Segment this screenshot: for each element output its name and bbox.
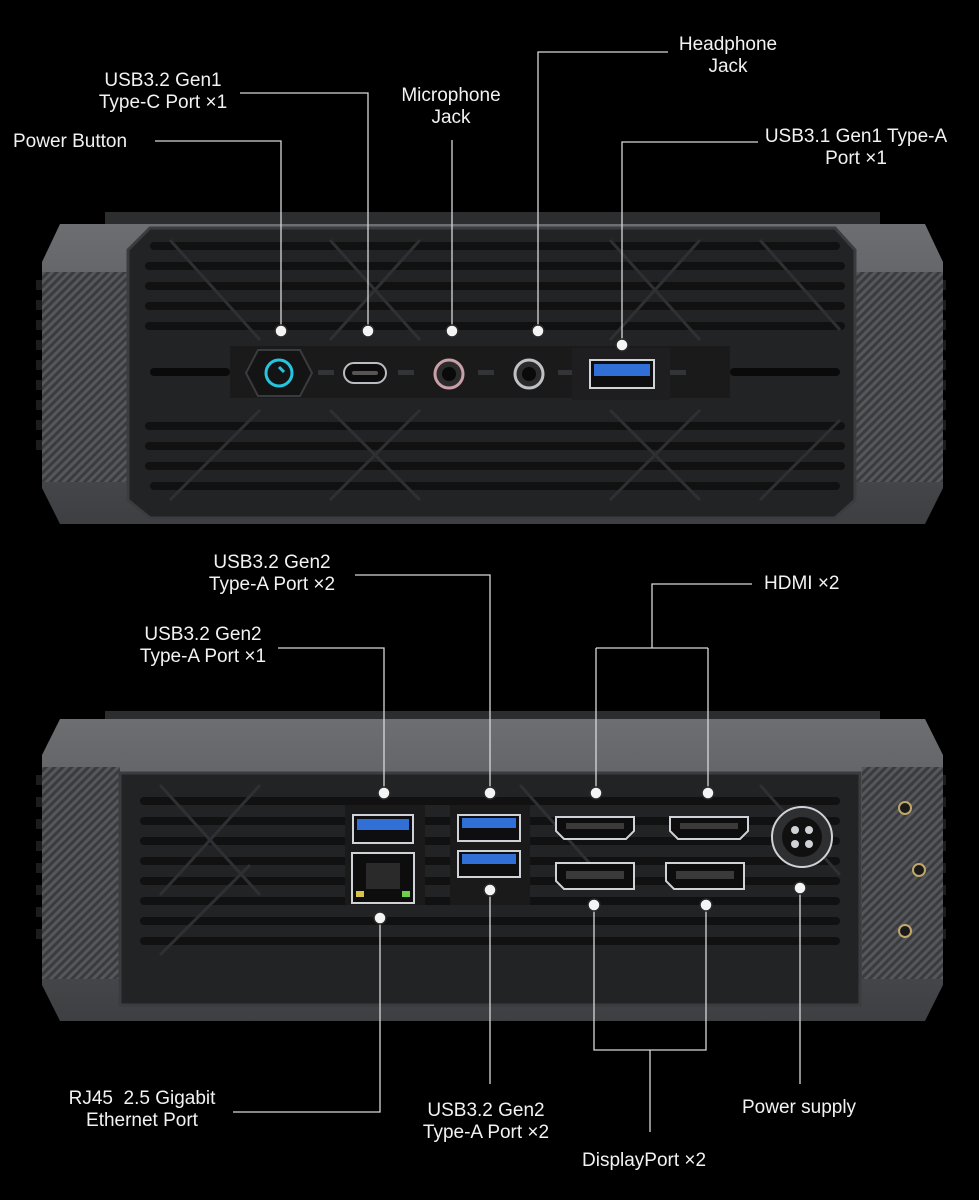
dot-hdmi-2	[701, 786, 715, 800]
dot-headphone	[531, 324, 545, 338]
label-usb-gen2-x2-bottom: USB3.2 Gen2 Type-A Port ×2	[404, 1100, 568, 1144]
label-microphone-jack: Microphone Jack	[386, 85, 516, 129]
label-mic-line2: Jack	[431, 107, 471, 128]
label-usb-gen2-x1-line1: USB3.2 Gen2	[144, 624, 262, 645]
label-usb-gen2-x1: USB3.2 Gen2 Type-A Port ×1	[124, 624, 282, 668]
dot-hdmi-1	[589, 786, 603, 800]
label-usb-gen2-x2-top-line2: Type-A Port ×2	[208, 574, 336, 595]
dot-power-supply	[793, 881, 807, 895]
label-usba-front: USB3.1 Gen1 Type-A Port ×1	[758, 126, 954, 170]
label-headphone-line2: Jack	[708, 56, 748, 77]
dot-usba-front	[615, 338, 629, 352]
label-hdmi-text: HDMI ×2	[764, 573, 840, 594]
label-displayport-text: DisplayPort ×2	[582, 1150, 707, 1171]
label-mic-line1: Microphone	[401, 85, 501, 106]
label-usba-front-line1: USB3.1 Gen1 Type-A	[764, 126, 948, 147]
label-usb-gen2-x1-line2: Type-A Port ×1	[139, 646, 267, 667]
label-hdmi: HDMI ×2	[764, 573, 840, 595]
label-headphone-jack: Headphone Jack	[668, 34, 788, 78]
dot-dp-1	[587, 898, 601, 912]
label-usbc-line2: Type-C Port ×1	[98, 92, 228, 113]
label-power-supply: Power supply	[742, 1097, 856, 1119]
label-usba-front-line2: Port ×1	[825, 148, 887, 169]
label-power-button: Power Button	[13, 131, 127, 153]
label-power-supply-text: Power supply	[742, 1097, 857, 1118]
dot-rj45	[373, 911, 387, 925]
label-rj45-line2: Ethernet Port	[86, 1110, 198, 1131]
label-rj45: RJ45 2.5 Gigabit Ethernet Port	[52, 1088, 232, 1132]
dot-usba-x1	[377, 786, 391, 800]
dot-mic	[445, 324, 459, 338]
label-usbc-port: USB3.2 Gen1 Type-C Port ×1	[88, 70, 238, 114]
dot-usbc	[361, 324, 375, 338]
label-usb-gen2-x2-bottom-line2: Type-A Port ×2	[422, 1122, 550, 1143]
dot-usba-x2-top	[483, 786, 497, 800]
label-usbc-line1: USB3.2 Gen1	[104, 70, 222, 91]
front-panel-device	[36, 212, 946, 524]
label-headphone-line1: Headphone	[678, 34, 778, 55]
label-rj45-line1: RJ45 2.5 Gigabit	[68, 1088, 216, 1109]
dot-power-button	[274, 324, 288, 338]
dot-dp-2	[699, 898, 713, 912]
dot-usba-x2-bottom	[483, 883, 497, 897]
label-power-button-text: Power Button	[13, 131, 128, 152]
label-usb-gen2-x2-top: USB3.2 Gen2 Type-A Port ×2	[190, 552, 354, 596]
label-usb-gen2-x2-top-line1: USB3.2 Gen2	[213, 552, 331, 573]
label-displayport: DisplayPort ×2	[582, 1150, 706, 1172]
label-usb-gen2-x2-bottom-line1: USB3.2 Gen2	[427, 1100, 545, 1121]
